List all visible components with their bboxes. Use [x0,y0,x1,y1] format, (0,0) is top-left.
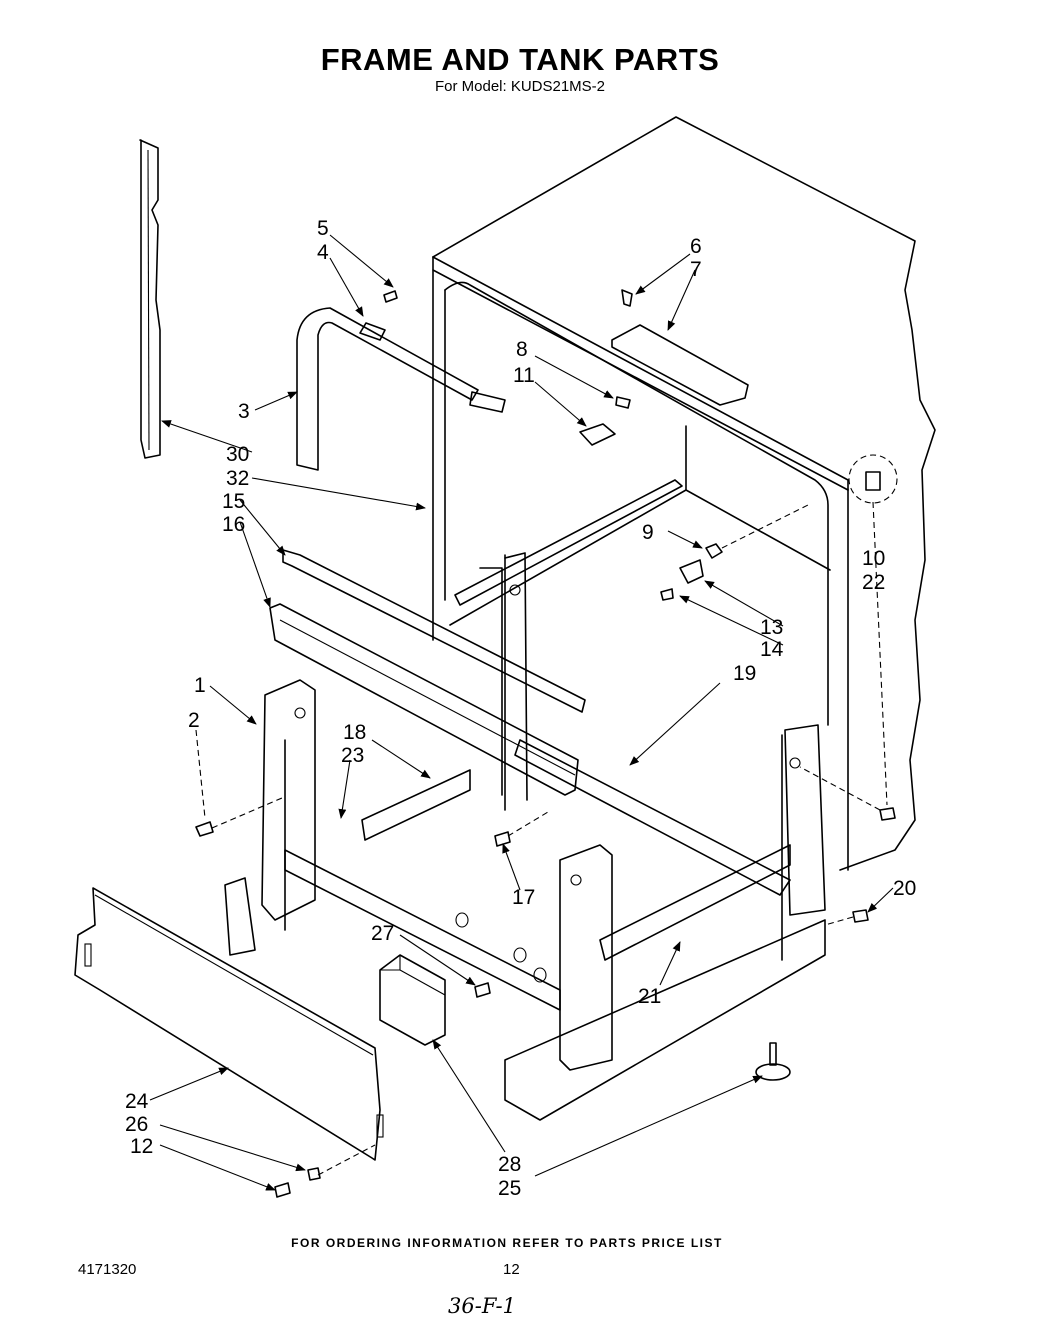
callout-21: 21 [638,985,661,1008]
tank-outline [432,116,936,871]
callout-10: 10 [862,547,885,570]
callout-13: 13 [760,616,783,639]
callout-24: 24 [125,1090,149,1113]
callout-1: 1 [194,674,206,697]
base-frame [224,552,826,1121]
top-mounting-bracket [611,289,749,406]
document-number: 4171320 [78,1261,137,1278]
callout-6: 6 [690,235,702,258]
callout-25: 25 [498,1177,521,1200]
callout-11: 11 [513,364,535,387]
callout-22: 22 [862,571,885,594]
callout-4: 4 [317,241,329,264]
page-number: 12 [503,1261,520,1278]
callout-30: 30 [226,443,249,466]
callout-16: 16 [222,513,245,536]
callout-18: 18 [343,721,366,744]
callout-28: 28 [498,1153,521,1176]
callout-9: 9 [642,521,654,544]
handwritten-note: 36-F-1 [448,1294,516,1318]
fasteners [195,454,898,1198]
callout-23: 23 [341,744,364,767]
callout-20: 20 [893,877,916,900]
callout-27: 27 [371,922,394,945]
callout-26: 26 [125,1113,148,1136]
callout-12: 12 [130,1135,153,1158]
callout-19: 19 [733,662,756,685]
callout-leaders [149,234,894,1191]
model-subtitle: For Model: KUDS21MS-2 [434,78,606,95]
callout-8: 8 [516,338,528,361]
callout-labels: 5 4 6 7 8 11 3 30 32 15 16 9 10 22 13 14… [125,217,916,1200]
callout-5: 5 [317,217,329,240]
side-trim-strip [139,139,161,459]
page-title: FRAME AND TANK PARTS [320,42,720,77]
callout-7: 7 [690,258,702,281]
callout-3: 3 [238,400,250,423]
tank-clips [579,396,631,446]
leveling-leg [755,1042,791,1081]
electrical-box [379,954,446,1046]
callout-14: 14 [760,638,784,661]
toe-panel [74,887,384,1161]
callout-2: 2 [188,709,200,732]
vent-duct [296,290,506,471]
ordering-info-note: FOR ORDERING INFORMATION REFER TO PARTS … [291,1236,723,1250]
callout-32: 32 [226,467,249,490]
callout-17: 17 [512,886,535,909]
callout-15: 15 [222,490,245,513]
front-rails [269,479,683,796]
